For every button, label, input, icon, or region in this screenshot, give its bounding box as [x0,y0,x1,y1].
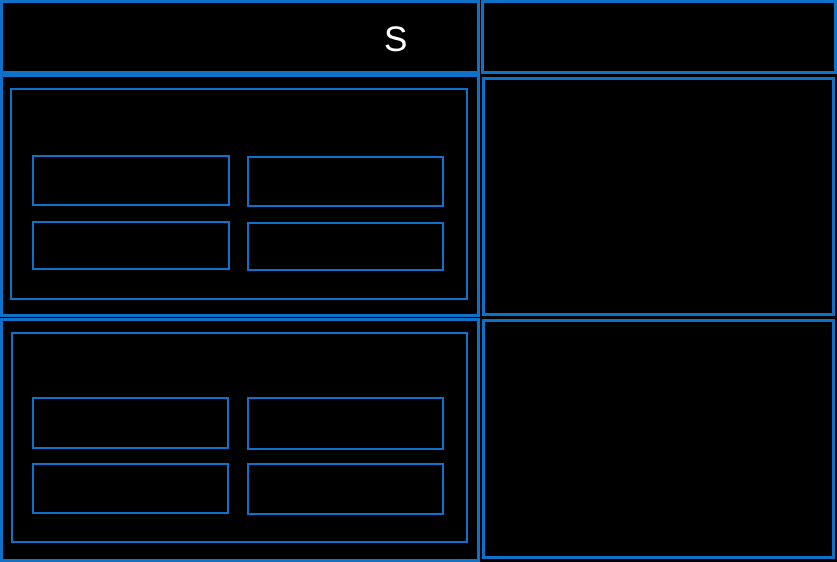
field-bottom-3[interactable] [32,463,229,514]
field-middle-1[interactable] [32,155,230,206]
section-middle-left [0,74,480,317]
field-bottom-1[interactable] [32,397,229,449]
header-panel: S [0,0,480,74]
field-middle-2[interactable] [247,156,444,207]
field-bottom-4[interactable] [247,463,444,515]
field-middle-4[interactable] [247,222,444,271]
section-bottom-left [0,318,480,562]
fieldset-bottom [11,332,468,543]
field-bottom-2[interactable] [247,397,444,450]
fieldset-middle [10,88,468,300]
panel-middle-right [482,77,835,316]
panel-bottom-right [482,319,835,559]
header-label: S [384,20,408,59]
header-right-panel [481,0,837,74]
field-middle-3[interactable] [32,221,230,270]
